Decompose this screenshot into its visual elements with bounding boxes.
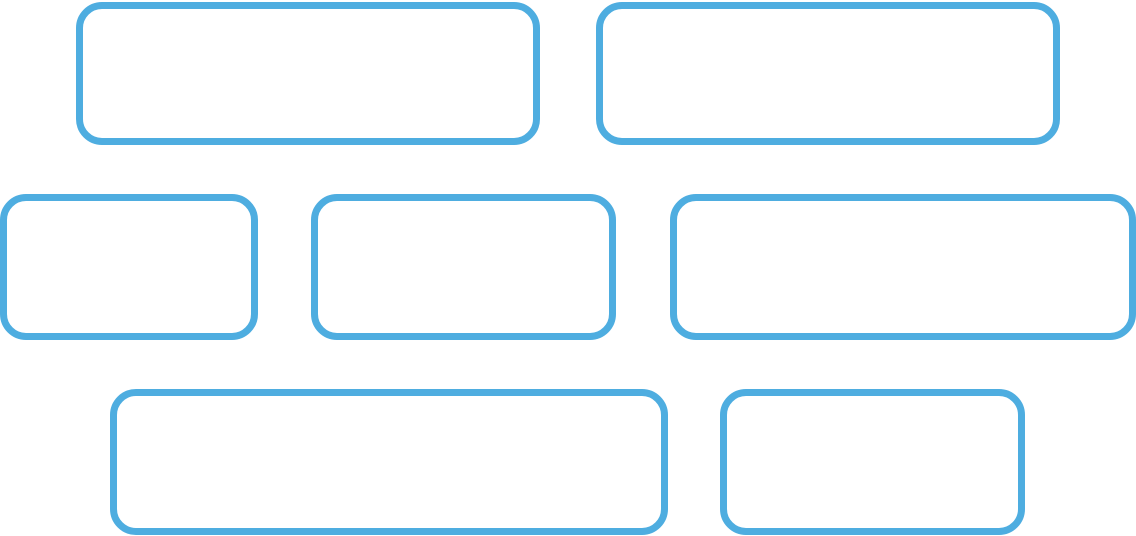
- diagram-box-label: [603, 9, 1053, 138]
- diagram-box: [311, 194, 616, 340]
- diagram-box-label: [727, 396, 1018, 528]
- diagram-box-label: [7, 201, 251, 333]
- diagram-box-label: [83, 9, 533, 138]
- diagram-box-label: [677, 201, 1129, 333]
- diagram-box: [720, 389, 1025, 535]
- diagram-box: [76, 2, 540, 145]
- diagram-box: [670, 194, 1136, 340]
- diagram-box: [596, 2, 1060, 145]
- diagram-box: [0, 194, 258, 340]
- diagram-box-label: [117, 396, 661, 528]
- diagram-box: [110, 389, 668, 535]
- diagram-box-label: [318, 201, 609, 333]
